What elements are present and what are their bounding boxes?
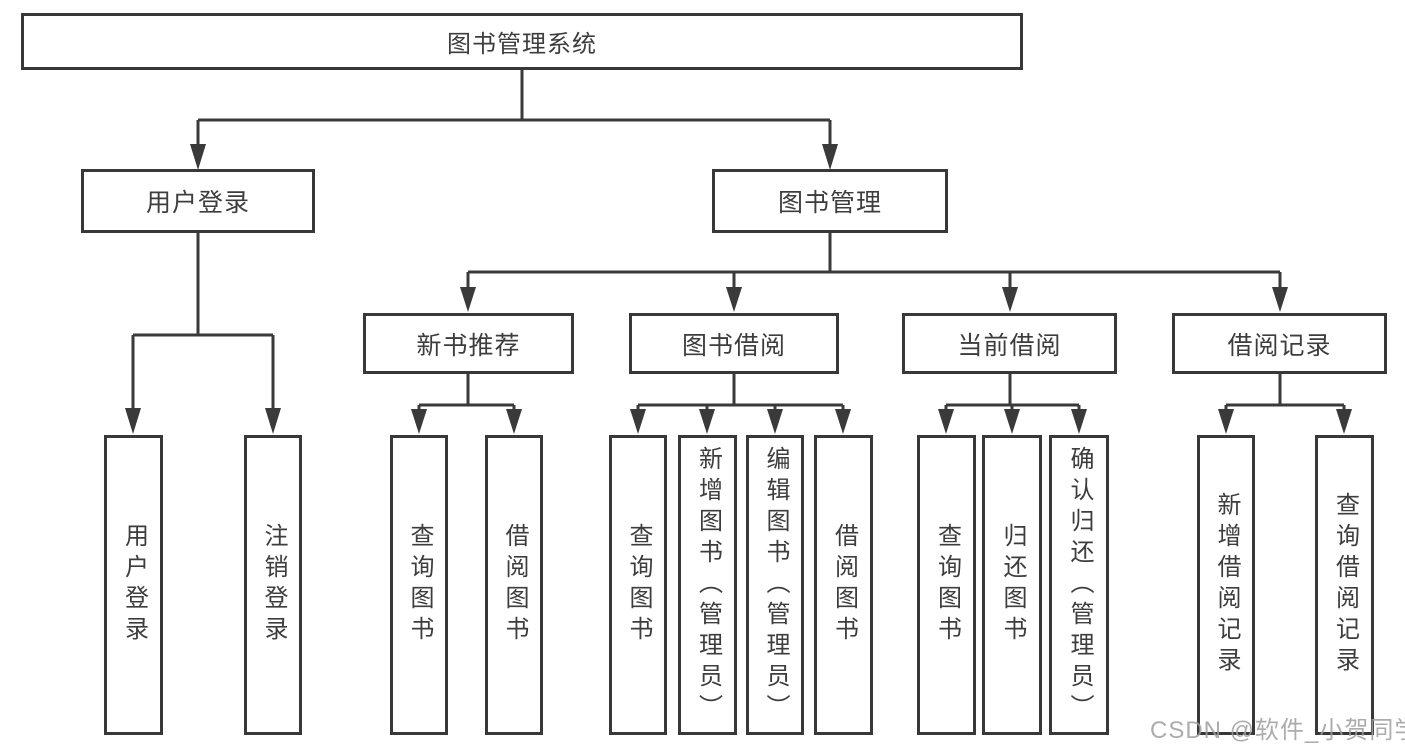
arrow-icon <box>822 144 838 170</box>
node-label: 借阅图书 <box>830 523 858 647</box>
connector-root-to-level2 <box>196 70 832 146</box>
node-label: 归还图书 <box>999 523 1026 647</box>
node-leaf-add-borrow-record: 新增借阅记录 <box>1197 435 1255 735</box>
node-label: 当前借阅 <box>957 331 1062 360</box>
connector-user-login-to-leaves <box>131 233 275 410</box>
arrow-icon <box>835 409 851 434</box>
arrow-icon <box>190 144 206 170</box>
node-label: 用户登录 <box>145 189 250 217</box>
arrow-icon <box>699 409 715 434</box>
node-label: 图书管理系统 <box>447 31 597 58</box>
node-label: 注销登录 <box>260 523 287 647</box>
node-label: 新增图书（管理员） <box>694 445 722 725</box>
connector-borrow-records-to-leaves <box>1224 373 1346 410</box>
node-leaf-logout: 注销登录 <box>244 435 302 735</box>
node-leaf-borrow-books: 借阅图书 <box>814 435 873 735</box>
node-book-management: 图书管理 <box>712 169 948 233</box>
node-label: 用户登录 <box>120 523 148 647</box>
node-leaf-borrow-books-recommend: 借阅图书 <box>485 435 543 735</box>
arrow-icon <box>1002 287 1018 312</box>
node-new-book-recommend: 新书推荐 <box>363 313 574 374</box>
connector-new-book-recommend-to-leaves <box>417 373 516 410</box>
arrow-icon <box>411 409 427 434</box>
arrow-icon <box>767 409 783 434</box>
node-leaf-user-login: 用户登录 <box>104 435 163 735</box>
arrow-icon <box>265 408 281 434</box>
arrow-icon <box>726 287 742 312</box>
node-root-library-management-system: 图书管理系统 <box>21 13 1023 70</box>
node-user-login: 用户登录 <box>81 169 315 233</box>
node-current-borrow: 当前借阅 <box>902 313 1117 374</box>
node-label: 图书管理 <box>777 189 882 217</box>
node-label: 图书借阅 <box>681 331 786 360</box>
node-borrow-records: 借阅记录 <box>1172 313 1387 374</box>
arrow-icon <box>506 409 522 434</box>
arrow-icon <box>938 409 954 434</box>
node-leaf-query-books-borrow: 查询图书 <box>609 435 667 735</box>
connector-book-management-to-level3 <box>466 233 1282 289</box>
node-leaf-confirm-return-admin: 确认归还（管理员） <box>1049 435 1109 735</box>
node-label: 查询借阅记录 <box>1331 492 1359 678</box>
node-label: 借阅图书 <box>501 523 528 647</box>
node-leaf-return-books: 归还图书 <box>982 435 1042 735</box>
connector-current-borrow-to-leaves <box>944 373 1081 410</box>
node-book-borrow: 图书借阅 <box>629 313 839 374</box>
arrow-icon <box>630 409 646 434</box>
arrow-icon <box>1071 409 1087 434</box>
arrow-icon <box>1004 409 1020 434</box>
node-label: 编辑图书（管理员） <box>762 445 789 725</box>
node-label: 查询图书 <box>933 523 961 647</box>
arrow-icon <box>125 408 141 434</box>
arrow-icon <box>1336 409 1352 434</box>
node-leaf-query-borrow-record: 查询借阅记录 <box>1315 435 1374 735</box>
node-label: 查询图书 <box>625 523 652 647</box>
arrow-icon <box>1272 287 1288 312</box>
node-leaf-edit-book-admin: 编辑图书（管理员） <box>746 435 804 735</box>
node-leaf-add-book-admin: 新增图书（管理员） <box>678 435 737 735</box>
node-label: 确认归还（管理员） <box>1066 445 1093 725</box>
node-label: 新增借阅记录 <box>1213 492 1240 678</box>
connector-book-borrow-to-leaves <box>636 373 845 410</box>
node-label: 新书推荐 <box>416 331 521 360</box>
node-label: 借阅记录 <box>1227 331 1332 360</box>
watermark: CSDN @软件_小贺同学 <box>1150 717 1405 744</box>
node-label: 查询图书 <box>406 523 433 647</box>
node-leaf-query-books-recommend: 查询图书 <box>390 435 448 735</box>
arrow-icon <box>1218 409 1234 434</box>
arrow-icon <box>460 287 476 312</box>
node-leaf-query-books-current: 查询图书 <box>917 435 976 735</box>
